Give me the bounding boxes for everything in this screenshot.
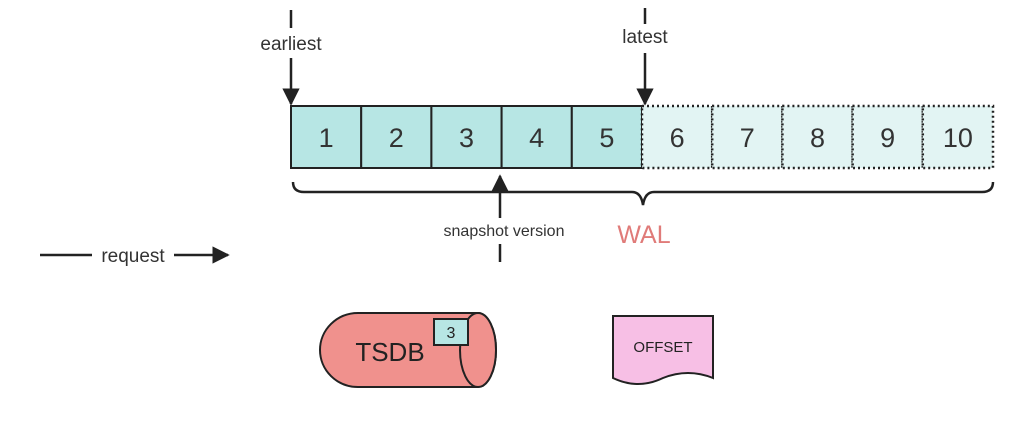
wal-cell	[921, 104, 995, 170]
snapshot-label: snapshot version	[444, 223, 565, 240]
tsdb-cylinder: TSDB 3	[319, 312, 497, 388]
wal-cell-label: 1	[319, 123, 334, 153]
wal-cell	[430, 105, 503, 169]
offset-document: OFFSET	[612, 315, 714, 385]
tsdb-badge-label: 3	[447, 325, 456, 342]
wal-cell	[851, 104, 925, 170]
wal-cell-label: 7	[740, 123, 755, 153]
wal-label: WAL	[617, 221, 670, 249]
wal-cell-label: 10	[943, 123, 973, 153]
wal-cell-label: 3	[459, 123, 474, 153]
wal-cell-label: 2	[389, 123, 404, 153]
earliest-pointer: earliest	[260, 10, 322, 106]
wal-cell-label: 6	[670, 123, 685, 153]
wal-cell	[360, 105, 433, 169]
tsdb-version-badge	[433, 318, 469, 346]
earliest-label: earliest	[260, 34, 322, 55]
latest-label: latest	[622, 27, 668, 48]
latest-pointer: latest	[622, 8, 668, 106]
offset-label: OFFSET	[633, 339, 692, 356]
wal-cell-label: 9	[880, 123, 895, 153]
tsdb-label: TSDB	[355, 337, 424, 367]
wal-cell	[290, 105, 363, 169]
wal-brace	[291, 181, 995, 206]
wal-log-cells: 1 2 3 4 5 6 7 8 9 10	[290, 104, 995, 170]
request-label: request	[101, 246, 165, 267]
wal-cell-label: 8	[810, 123, 825, 153]
wal-cell-label: 4	[529, 123, 544, 153]
wal-cell	[781, 104, 854, 170]
snapshot-pointer: snapshot version	[444, 174, 565, 262]
wal-cell-label: 5	[599, 123, 614, 153]
wal-cell	[500, 105, 573, 169]
request-arrow: request	[40, 246, 230, 267]
